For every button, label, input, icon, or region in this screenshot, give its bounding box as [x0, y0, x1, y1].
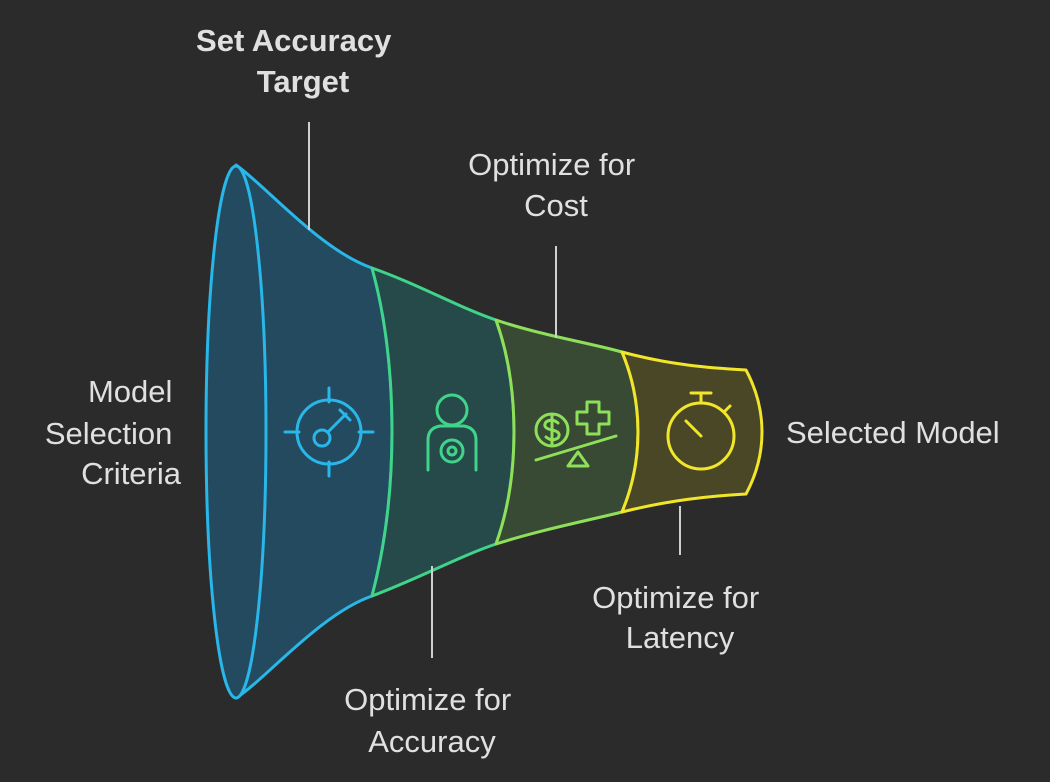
stage-label-optimize-for-accuracy: Optimize for Accuracy	[344, 682, 520, 759]
stage-label-optimize-for-latency: Optimize for Latency	[592, 580, 768, 655]
leader-lines	[308, 122, 681, 658]
stage-label-set-accuracy-target: Set Accuracy Target	[196, 23, 400, 99]
funnel-segment-optimize-for-latency	[620, 350, 764, 514]
funnel-mouth	[204, 164, 268, 700]
start-label: Model Selection Criteria	[45, 374, 182, 491]
stopwatch-icon	[666, 391, 736, 471]
funnel-segment-optimize-for-accuracy	[370, 266, 516, 598]
person-target-icon	[426, 393, 478, 472]
labels: Model Selection Criteria Set Accuracy Ta…	[45, 23, 1000, 759]
dollar-plus-balance-icon	[534, 400, 618, 468]
target-gauge-icon	[283, 386, 375, 478]
end-label: Selected Model	[786, 415, 1000, 450]
stage-label-optimize-for-cost: Optimize for Cost	[468, 147, 644, 223]
